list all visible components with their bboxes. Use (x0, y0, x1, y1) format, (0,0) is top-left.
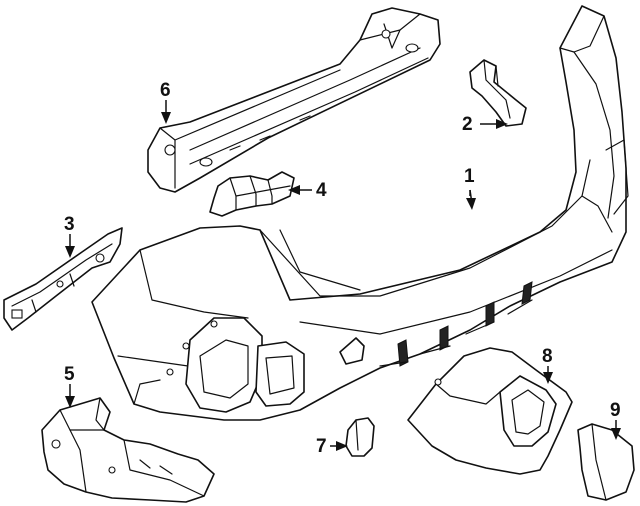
bumper-cover-part-1 (91, 5, 629, 421)
svg-text:7: 7 (316, 436, 327, 457)
callout-5: 5 (64, 364, 75, 408)
callout-9: 9 (610, 400, 621, 440)
svg-text:8: 8 (542, 346, 553, 367)
side-bracket-part-3 (3, 227, 123, 331)
svg-text:1: 1 (464, 166, 475, 187)
callout-4: 4 (288, 180, 327, 201)
bracket-part-2 (469, 59, 527, 127)
callout-3: 3 (64, 214, 75, 258)
svg-text:5: 5 (64, 364, 75, 385)
svg-text:6: 6 (160, 80, 171, 101)
callout-2: 2 (462, 114, 508, 135)
cap-part-7 (345, 417, 375, 457)
bracket-part-4 (209, 171, 295, 217)
svg-text:4: 4 (316, 180, 327, 201)
reinforcement-bar-part (147, 7, 441, 193)
svg-text:9: 9 (610, 400, 621, 421)
callout-6: 6 (160, 80, 171, 124)
cover-piece-part-9 (577, 423, 635, 501)
svg-text:3: 3 (64, 214, 75, 235)
svg-text:2: 2 (462, 114, 473, 135)
callout-7: 7 (316, 436, 348, 457)
callout-8: 8 (542, 346, 553, 384)
side-trim-part-8 (407, 347, 573, 475)
callout-1: 1 (464, 166, 476, 210)
inner-bracket-part-5 (41, 397, 215, 503)
